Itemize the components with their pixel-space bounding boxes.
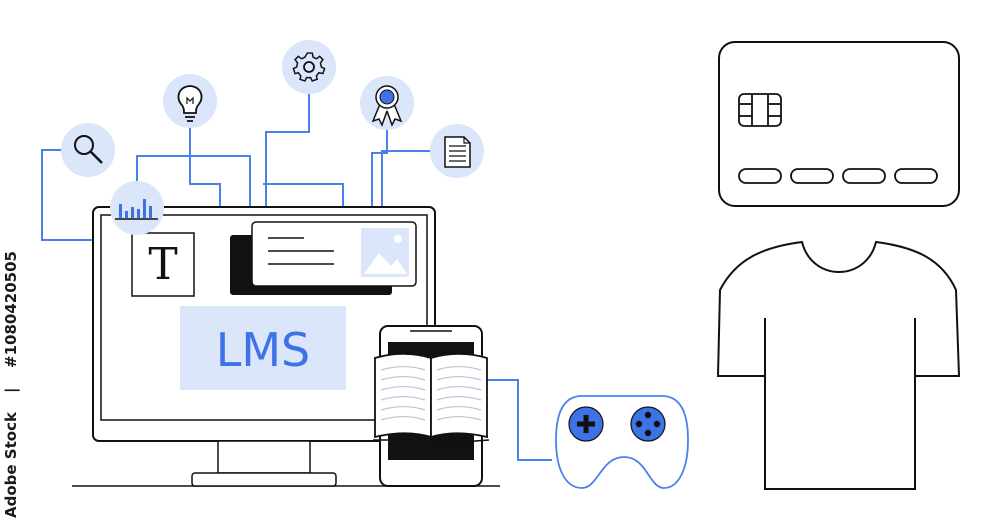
connector-lines (41, 88, 552, 461)
card-chip (738, 93, 782, 127)
open-book-icon (373, 352, 490, 445)
lightbulb-icon (163, 74, 217, 128)
text-format-glyph: T (148, 239, 177, 290)
stock-provider: Adobe Stock (2, 412, 20, 518)
stock-asset-id: #1080420505 (2, 251, 20, 369)
tshirt-icon (716, 240, 961, 490)
lms-logo: LMS (180, 306, 346, 390)
document-icon (430, 124, 484, 178)
content-card (230, 221, 417, 295)
stock-credit: Adobe Stock | #1080420505 (2, 251, 30, 518)
credit-card-icon (718, 41, 960, 207)
monitor-neck (217, 440, 311, 474)
ribbon-award-icon (360, 76, 414, 130)
magnifier-icon (61, 123, 115, 177)
bar-chart-icon (110, 181, 164, 235)
image-icon (361, 228, 409, 277)
lms-label: LMS (216, 323, 311, 377)
game-controller-icon (555, 395, 689, 489)
stock-separator: | (2, 387, 20, 393)
gear-icon (282, 40, 336, 94)
text-format-tile: T (131, 232, 195, 297)
monitor-base (191, 472, 337, 487)
